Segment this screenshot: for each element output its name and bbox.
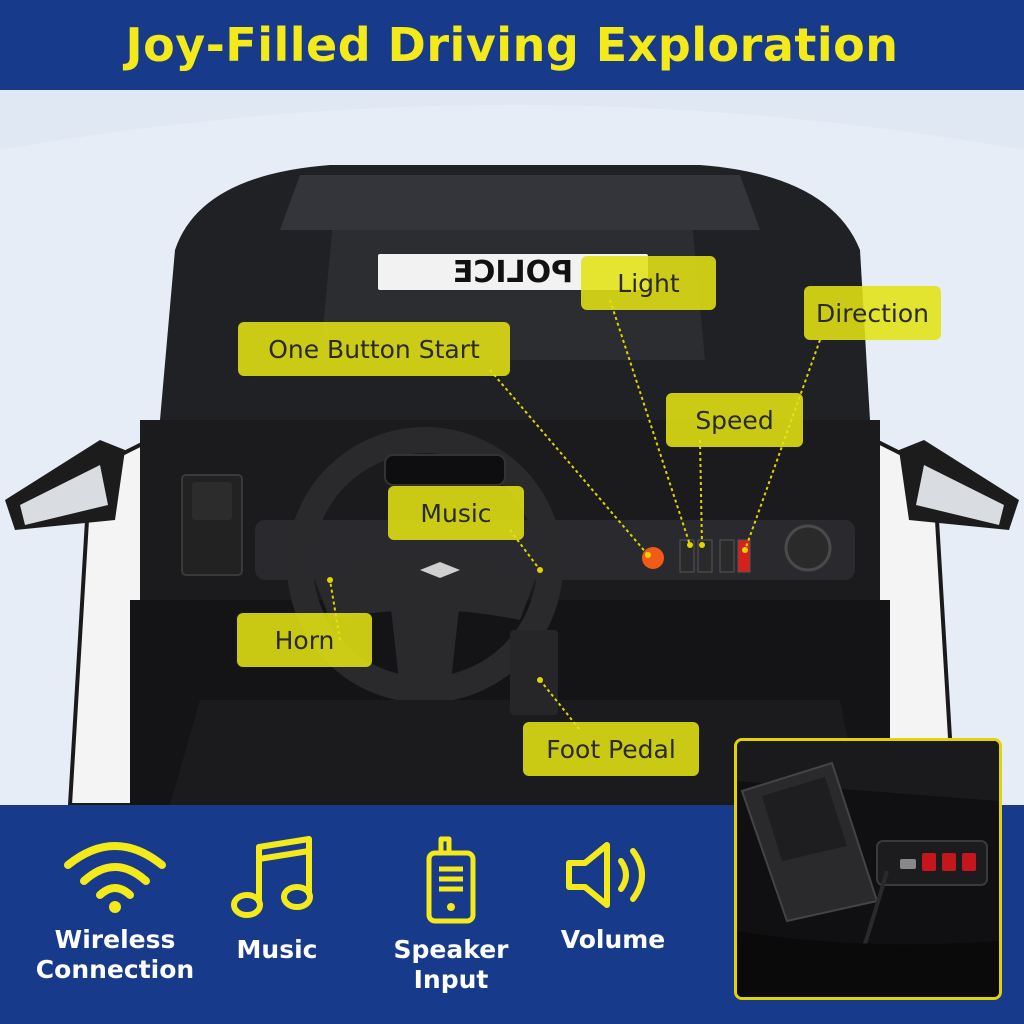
feature-music: Music [192, 835, 362, 965]
feature-label: Wireless Connection [35, 925, 195, 984]
callout-music: Music [388, 486, 524, 540]
feature-speaker-input: Speaker Input [366, 835, 536, 995]
callout-direction: Direction [804, 286, 941, 340]
feature-label: Volume [560, 925, 666, 954]
feature-label: Speaker Input [393, 935, 509, 994]
callout-speed: Speed [666, 393, 803, 447]
inset-remote-photo [734, 738, 1002, 1000]
hood-police-text: POLICE [453, 255, 573, 290]
walkie-talkie-icon [426, 836, 476, 924]
speaker-volume-icon [566, 842, 645, 908]
ride-on-car-illustration: POLICE [0, 105, 1024, 807]
headline: Joy-Filled Driving Exploration [125, 18, 899, 72]
callout-light: Light [581, 256, 716, 310]
callout-foot-pedal: Foot Pedal [523, 722, 699, 776]
feature-volume: Volume [528, 835, 698, 955]
feature-wireless-connection: Wireless Connection [30, 835, 200, 985]
remote-control-closeup [737, 741, 999, 997]
callout-one-button-start: One Button Start [238, 322, 510, 376]
wifi-icon [64, 842, 166, 913]
feature-label: Music [236, 935, 318, 964]
music-note-icon [231, 836, 313, 918]
callout-horn: Horn [237, 613, 372, 667]
car-photo: POLICE [0, 90, 1024, 807]
